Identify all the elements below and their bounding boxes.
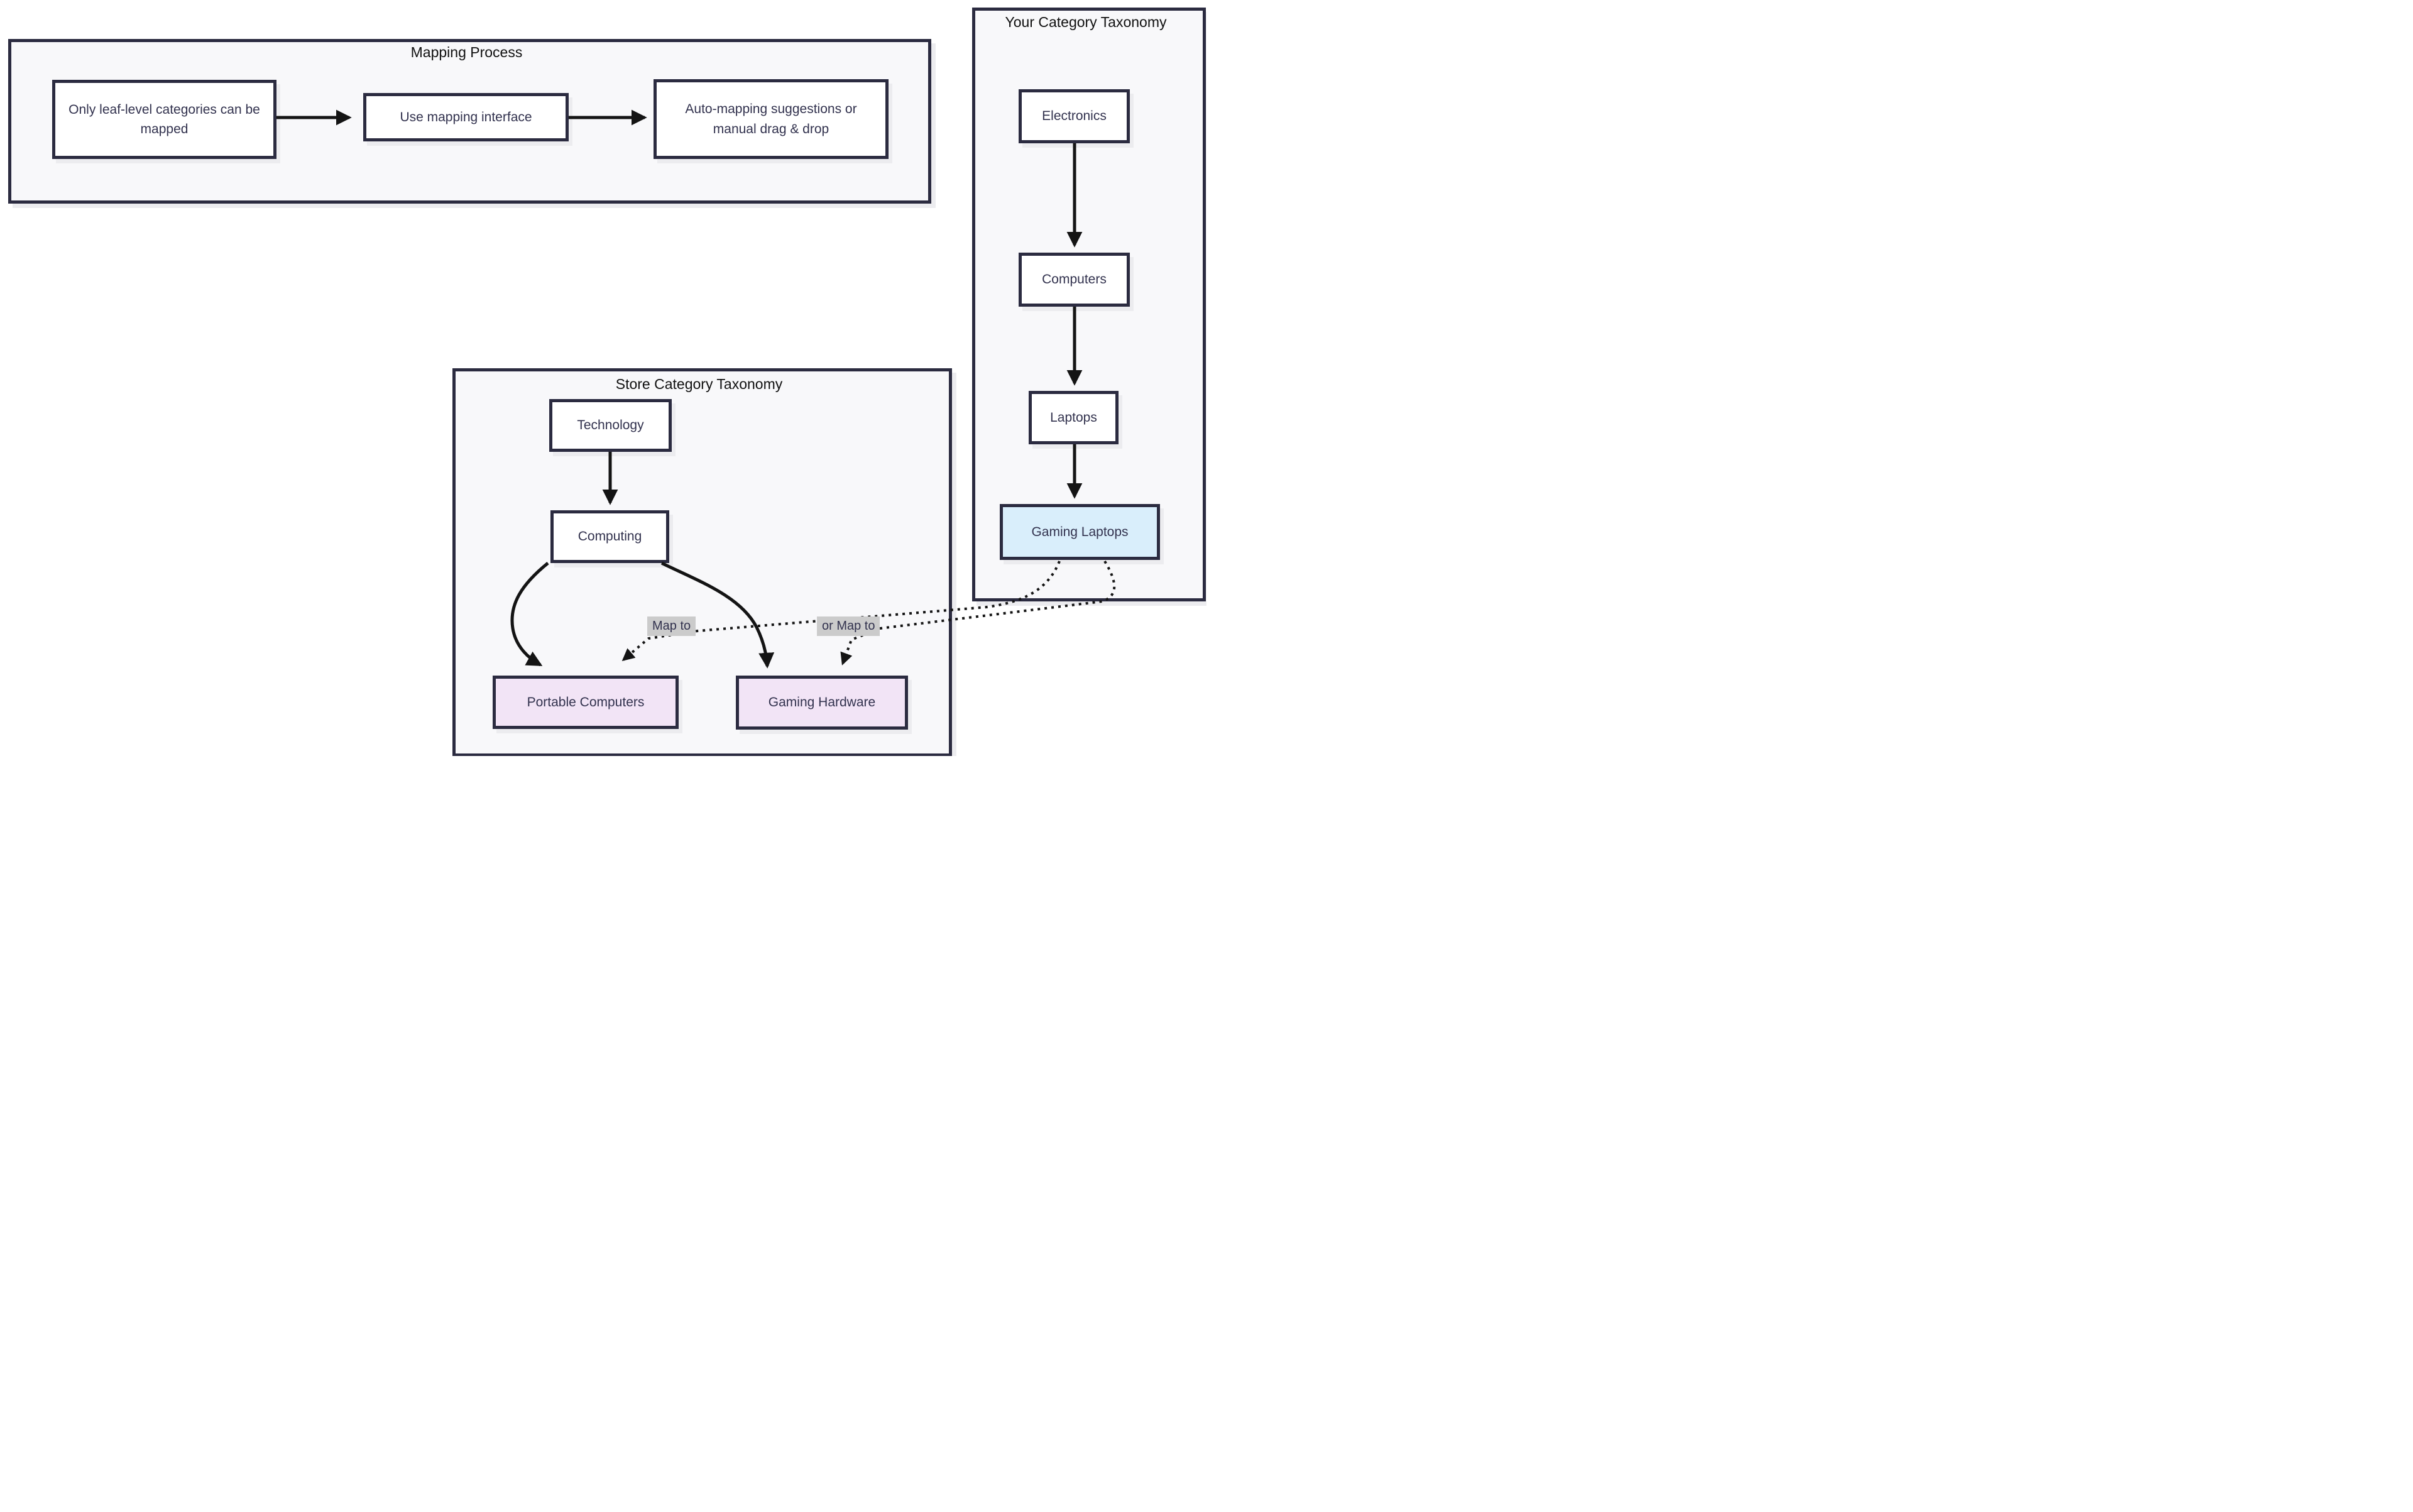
edge-label-map-to: Map to (647, 616, 696, 636)
node-electronics: Electronics (1019, 89, 1130, 143)
subgraph-mapping-process-title: Mapping Process (410, 44, 523, 60)
flowchart-canvas: Mapping Process Your Category Taxonomy S… (0, 0, 1206, 756)
node-portable-computers: Portable Computers (493, 676, 679, 729)
node-technology: Technology (549, 399, 672, 452)
node-computing: Computing (550, 510, 669, 563)
edge-label-or-map-to: or Map to (817, 616, 880, 636)
node-computers: Computers (1019, 253, 1130, 307)
subgraph-your-category-taxonomy-title: Your Category Taxonomy (1005, 14, 1167, 30)
node-use-mapping-interface: Use mapping interface (363, 93, 569, 141)
subgraph-store-category-taxonomy-title: Store Category Taxonomy (615, 376, 783, 392)
node-laptops: Laptops (1029, 391, 1119, 444)
node-gaming-laptops: Gaming Laptops (1000, 504, 1160, 560)
node-only-leaf-level: Only leaf-level categories can be mapped (52, 80, 276, 159)
node-gaming-hardware: Gaming Hardware (736, 676, 908, 730)
node-auto-mapping-suggestions: Auto-mapping suggestions or manual drag … (654, 79, 889, 159)
